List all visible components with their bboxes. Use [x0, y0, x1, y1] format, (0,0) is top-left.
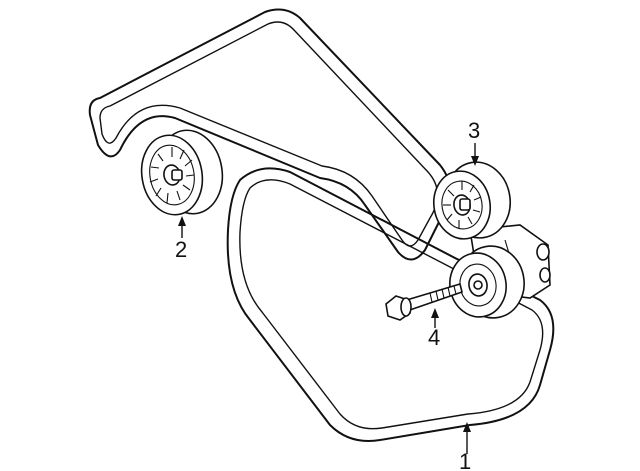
idler-pulley [140, 129, 224, 216]
callout-1: 1 [459, 422, 471, 471]
bolt-threads [429, 285, 457, 303]
callout-4: 4 [428, 308, 440, 350]
tensioner-upper-pulley [433, 161, 511, 240]
callout-3: 3 [468, 118, 480, 166]
idler-pulley-ribs [149, 147, 195, 204]
callout-label-1: 1 [459, 449, 471, 471]
callout-label-4: 4 [428, 325, 440, 350]
belt-upper-run [88, 8, 451, 261]
callout-label-2: 2 [175, 237, 187, 262]
callout-2: 2 [175, 216, 187, 262]
callout-label-3: 3 [468, 118, 480, 143]
bolt [385, 282, 463, 321]
upper-pulley-ribs [443, 181, 482, 228]
